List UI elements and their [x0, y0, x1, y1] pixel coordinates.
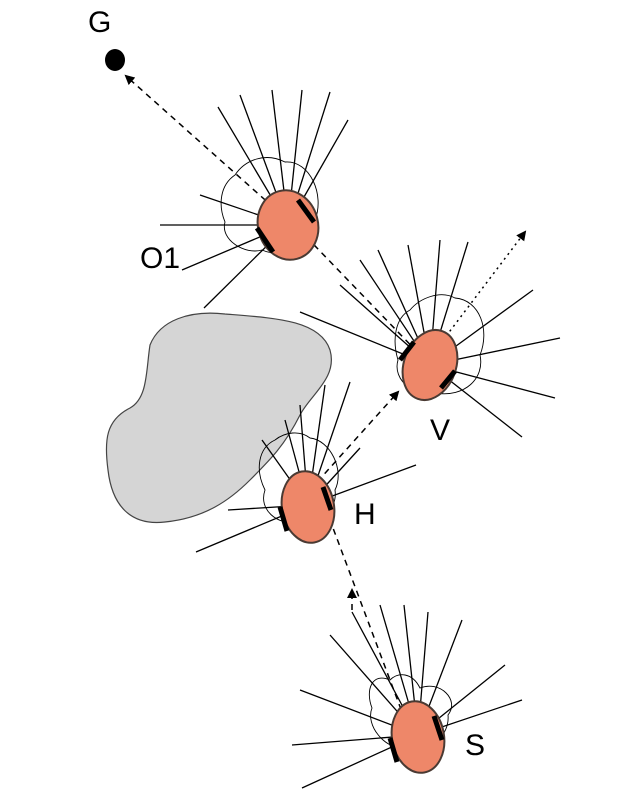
robot-o1-left-wheel: [254, 226, 276, 254]
robot-v: V: [299, 239, 561, 447]
robot-s-right-wheel: [431, 715, 445, 741]
robot-s-label: S: [465, 729, 485, 762]
robot-s-left-wheel: [387, 737, 400, 763]
robot-o1-label: O1: [140, 242, 180, 275]
robot-h: H: [195, 381, 417, 553]
robot-h-label: H: [354, 498, 376, 531]
path-h-to-v: [309, 390, 400, 491]
robot-v-label: V: [430, 414, 450, 447]
obstacle: [105, 312, 332, 524]
goal-marker: [105, 49, 125, 71]
robot-h-left-wheel: [277, 506, 290, 532]
robot-v-range-contour: [394, 294, 485, 395]
robot-v-body: [401, 329, 459, 401]
robot-o1-body: [256, 189, 320, 261]
path-v-heading: [427, 230, 527, 361]
robot-v-left-wheel: [398, 340, 416, 362]
robot-o1-right-wheel: [295, 198, 317, 224]
robot-v-right-wheel: [439, 369, 457, 390]
goal: G: [88, 6, 125, 71]
goal-label: G: [88, 6, 111, 39]
robot-h-right-wheel: [320, 486, 334, 511]
robot-s: S: [291, 604, 523, 789]
robot-o1: O1: [140, 89, 349, 309]
robot-o1-sensor-rays: [160, 89, 349, 309]
path-o1-to-goal: [124, 74, 283, 216]
